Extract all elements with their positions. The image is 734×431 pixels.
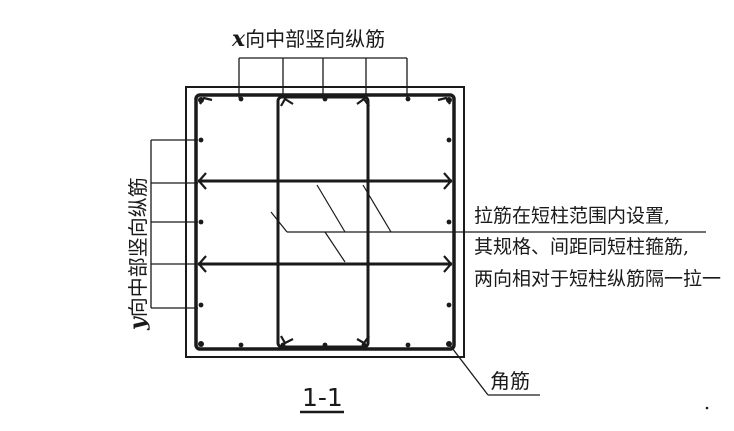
- outer-stirrup: [194, 93, 456, 351]
- corner-bar-leader: [448, 343, 540, 396]
- horizontal-cross-ties: [198, 179, 452, 266]
- tie-note-line-1: 拉筋在短柱范围内设置,: [474, 205, 670, 227]
- column-section-outline: [185, 86, 465, 358]
- section-title: 1-1: [302, 383, 343, 412]
- tie-hooks: [197, 96, 453, 345]
- x-middle-bars-text: 向中部竖向纵筋: [245, 27, 385, 51]
- inner-stirrup: [276, 95, 370, 349]
- svg-text:y向中部竖向纵筋: y向中部竖向纵筋: [125, 177, 151, 331]
- short-column-tie-marks: [270, 184, 392, 263]
- tie-note-line-3: 两向相对于短柱纵筋隔一拉一: [474, 268, 721, 290]
- rebar-dots: [198, 96, 452, 348]
- y-axis-letter: y: [125, 315, 151, 331]
- y-middle-bars-label: y向中部竖向纵筋: [125, 177, 151, 331]
- speck: [705, 406, 709, 410]
- x-axis-letter: x: [231, 26, 246, 52]
- y-middle-bars-text: 向中部竖向纵筋: [126, 177, 150, 317]
- x-middle-bars-label: x向中部竖向纵筋: [231, 26, 385, 52]
- x-middle-bars-leaders: [238, 57, 408, 98]
- y-middle-bars-leaders: [150, 139, 198, 309]
- corner-bar-label: 角筋: [490, 369, 530, 393]
- tie-note-line-2: 其规格、间距同短柱箍筋,: [474, 236, 689, 258]
